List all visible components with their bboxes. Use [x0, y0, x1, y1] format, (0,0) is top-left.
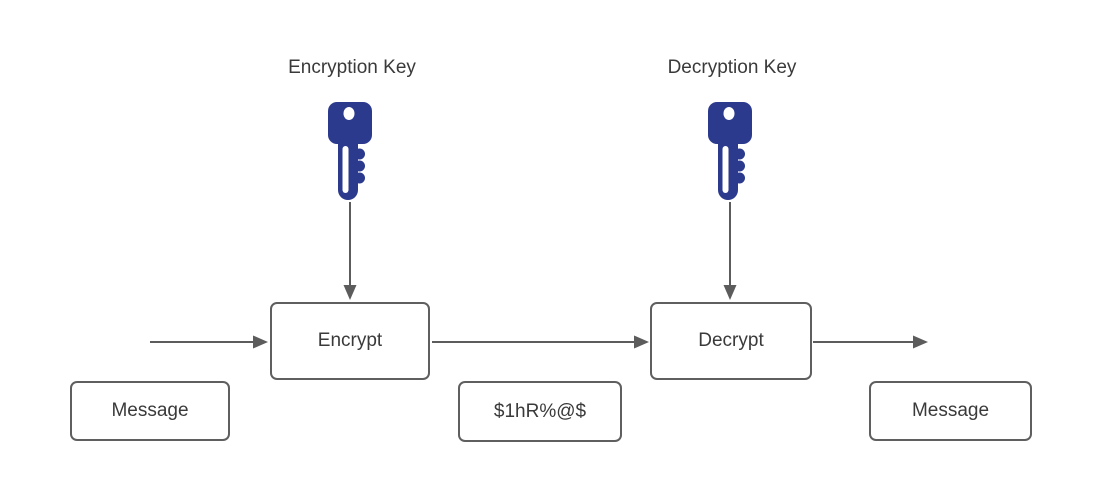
key-icon — [328, 102, 372, 200]
ciphertext-node: $1hR%@$ — [458, 381, 622, 442]
encrypt-node-label: Encrypt — [317, 330, 383, 351]
message-output-node: Message — [869, 381, 1032, 441]
arrowhead-enckey-down — [343, 285, 357, 300]
ciphertext-label: $1hR%@$ — [493, 400, 587, 422]
arrowhead-into-decrypt — [634, 335, 649, 349]
decrypt-node-label: Decrypt — [698, 330, 764, 351]
message-output-label: Message — [911, 400, 990, 421]
encrypt-node: Encrypt — [270, 302, 430, 380]
arrowhead-into-encrypt — [253, 335, 268, 349]
arrowhead-deckey-down — [723, 285, 737, 300]
decrypt-node: Decrypt — [650, 302, 812, 380]
key-icon — [708, 102, 752, 200]
decryption-key-label: Decryption Key — [667, 57, 797, 78]
arrowhead-output — [913, 335, 928, 349]
message-input-label: Message — [111, 400, 189, 421]
message-input-node: Message — [70, 381, 230, 441]
encryption-key-label: Encryption Key — [288, 57, 416, 78]
